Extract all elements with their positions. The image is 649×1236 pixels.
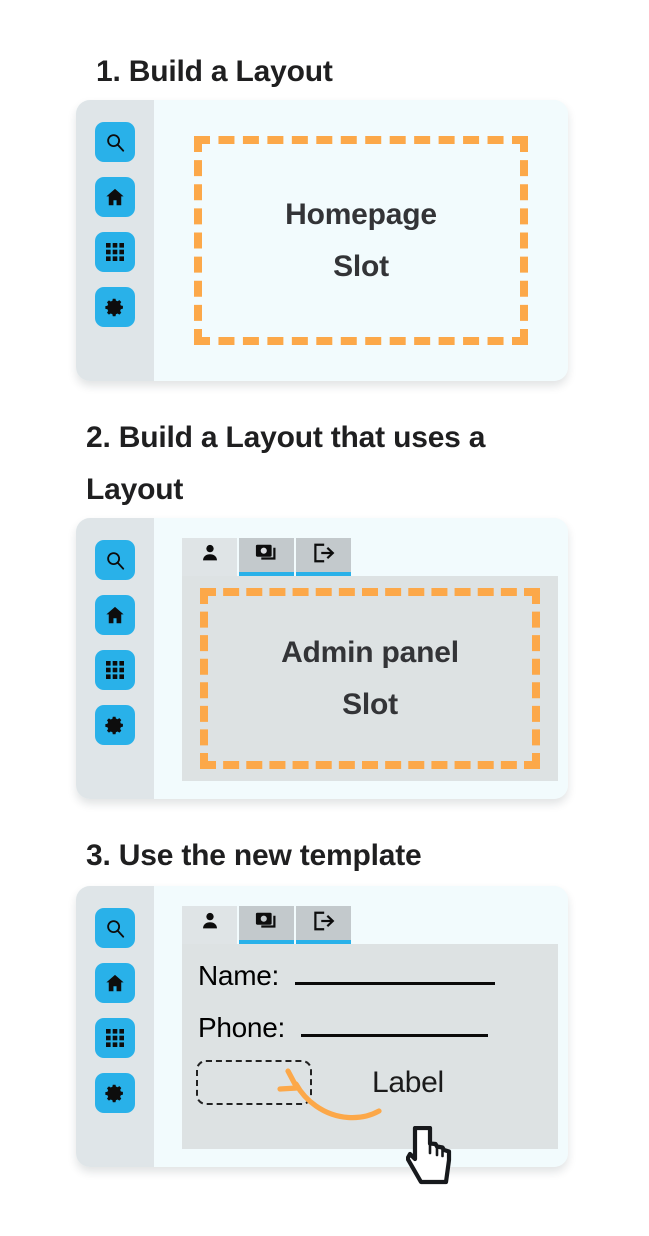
name-field-input[interactable]	[294, 982, 495, 985]
search-icon	[104, 131, 126, 153]
slot-line-2: Slot	[333, 249, 389, 283]
sidebar-item-search[interactable]	[95, 540, 135, 580]
panel-1-content: Homepage Slot	[154, 100, 568, 381]
section-1-heading: 1. Build a Layout	[96, 55, 333, 88]
logout-icon	[312, 910, 336, 937]
search-icon	[104, 917, 126, 939]
cards-icon	[255, 910, 279, 937]
tab-media[interactable]	[239, 538, 294, 576]
panel-2-graybox: Admin panel Slot	[182, 576, 558, 781]
user-icon	[199, 542, 221, 569]
panel-1-sidebar	[76, 100, 154, 381]
panel-2-nested-layout: Admin panel Slot	[76, 518, 568, 799]
empty-label-slot[interactable]	[196, 1060, 312, 1105]
section-2-heading: 2. Build a Layout that uses a Layout	[86, 421, 494, 506]
grid-icon	[105, 660, 125, 680]
tab-media[interactable]	[239, 906, 294, 944]
sidebar-item-apps[interactable]	[95, 232, 135, 272]
home-icon	[104, 186, 126, 208]
home-icon	[104, 972, 126, 994]
sidebar-item-home[interactable]	[95, 595, 135, 635]
form-row-phone: Phone:	[198, 1012, 538, 1044]
sidebar-item-apps[interactable]	[95, 650, 135, 690]
tab-profile[interactable]	[182, 538, 237, 576]
sidebar-item-home[interactable]	[95, 963, 135, 1003]
slot-line-2: Slot	[342, 687, 398, 721]
slot-line-1: Admin panel	[281, 635, 459, 669]
sidebar-item-search[interactable]	[95, 122, 135, 162]
gear-icon	[104, 296, 126, 318]
panel-3-tabstrip	[182, 906, 351, 944]
annotation-arrow-icon	[277, 1068, 382, 1121]
pointer-hand-cursor	[406, 1126, 452, 1185]
search-icon	[104, 549, 126, 571]
section-3-heading: 3. Use the new template	[86, 839, 422, 872]
grid-icon	[105, 242, 125, 262]
name-field-label: Name:	[198, 960, 279, 991]
phone-field-label: Phone:	[198, 1012, 285, 1043]
panel-3-content: Name: Phone: Label	[154, 886, 568, 1167]
label-annotation-text: Label	[372, 1066, 444, 1099]
panel-2-sidebar	[76, 518, 154, 799]
panel-3-graybox: Name: Phone: Label	[182, 944, 558, 1149]
logout-icon	[312, 542, 336, 569]
sidebar-item-home[interactable]	[95, 177, 135, 217]
sidebar-item-settings[interactable]	[95, 705, 135, 745]
cards-icon	[255, 542, 279, 569]
gear-icon	[104, 714, 126, 736]
admin-panel-slot: Admin panel Slot	[200, 588, 540, 769]
panel-2-content: Admin panel Slot	[154, 518, 568, 799]
sidebar-item-search[interactable]	[95, 908, 135, 948]
phone-field-input[interactable]	[300, 1034, 488, 1037]
homepage-slot: Homepage Slot	[194, 136, 528, 345]
sidebar-item-settings[interactable]	[95, 287, 135, 327]
tab-profile[interactable]	[182, 906, 237, 944]
tab-logout[interactable]	[296, 906, 351, 944]
sidebar-item-settings[interactable]	[95, 1073, 135, 1113]
panel-3-template-usage: Name: Phone: Label	[76, 886, 568, 1167]
home-icon	[104, 604, 126, 626]
panel-1-layout: Homepage Slot	[76, 100, 568, 381]
tab-logout[interactable]	[296, 538, 351, 576]
user-icon	[199, 910, 221, 937]
sidebar-item-apps[interactable]	[95, 1018, 135, 1058]
form-row-name: Name:	[198, 960, 538, 992]
gear-icon	[104, 1082, 126, 1104]
slot-line-1: Homepage	[285, 197, 437, 231]
grid-icon	[105, 1028, 125, 1048]
panel-2-tabstrip	[182, 538, 351, 576]
panel-3-sidebar	[76, 886, 154, 1167]
